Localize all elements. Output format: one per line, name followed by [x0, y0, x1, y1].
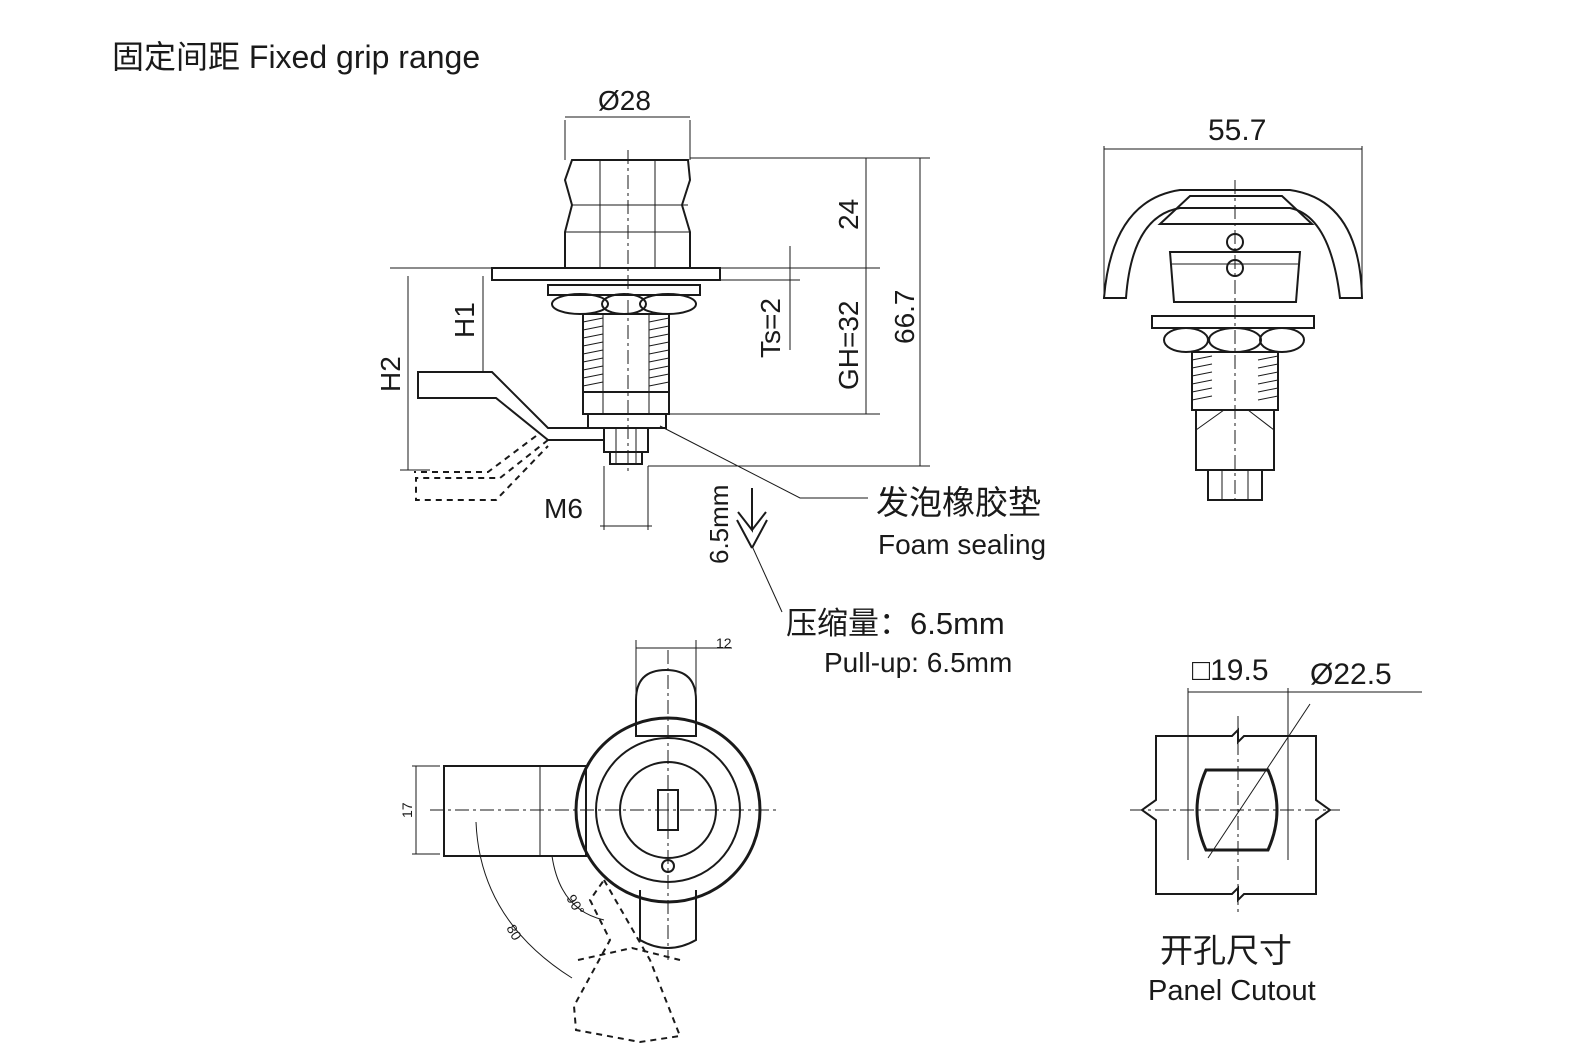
- dim-80: 80: [503, 922, 525, 944]
- pullup-label-cn: 压缩量：6.5mm: [786, 606, 1005, 641]
- pullup-label-en: Pull-up: 6.5mm: [824, 647, 1012, 678]
- cutout-label-cn: 开孔尺寸: [1160, 932, 1292, 969]
- dim-m6: M6: [544, 493, 583, 524]
- dim-h2: H2: [375, 356, 406, 392]
- cutout-label-en: Panel Cutout: [1148, 975, 1316, 1007]
- dim-h1: H1: [449, 302, 480, 338]
- dim-stroke: 6.5mm: [704, 485, 734, 564]
- panel-cutout: [1130, 688, 1422, 912]
- dim-55-7: 55.7: [1208, 114, 1266, 147]
- dim-66-7: 66.7: [889, 290, 920, 345]
- foam-label-en: Foam sealing: [878, 529, 1046, 560]
- dim-dia28: Ø28: [598, 85, 651, 116]
- foam-label-cn: 发泡橡胶垫: [876, 484, 1041, 521]
- dim-dia22-5: Ø22.5: [1310, 658, 1392, 691]
- dim-square-19-5: □19.5: [1192, 654, 1269, 687]
- dim-24: 24: [833, 199, 864, 230]
- top-view: [412, 640, 780, 1044]
- dim-gh: GH=32: [833, 301, 864, 391]
- dim-90-deg: 90°: [563, 892, 587, 918]
- drawing-title: 固定间距 Fixed grip range: [112, 39, 480, 75]
- dim-17: 17: [399, 802, 415, 818]
- dim-ts: Ts=2: [755, 298, 786, 358]
- dim-12: 12: [716, 635, 732, 651]
- front-view: [390, 116, 930, 613]
- side-view: [1102, 146, 1364, 501]
